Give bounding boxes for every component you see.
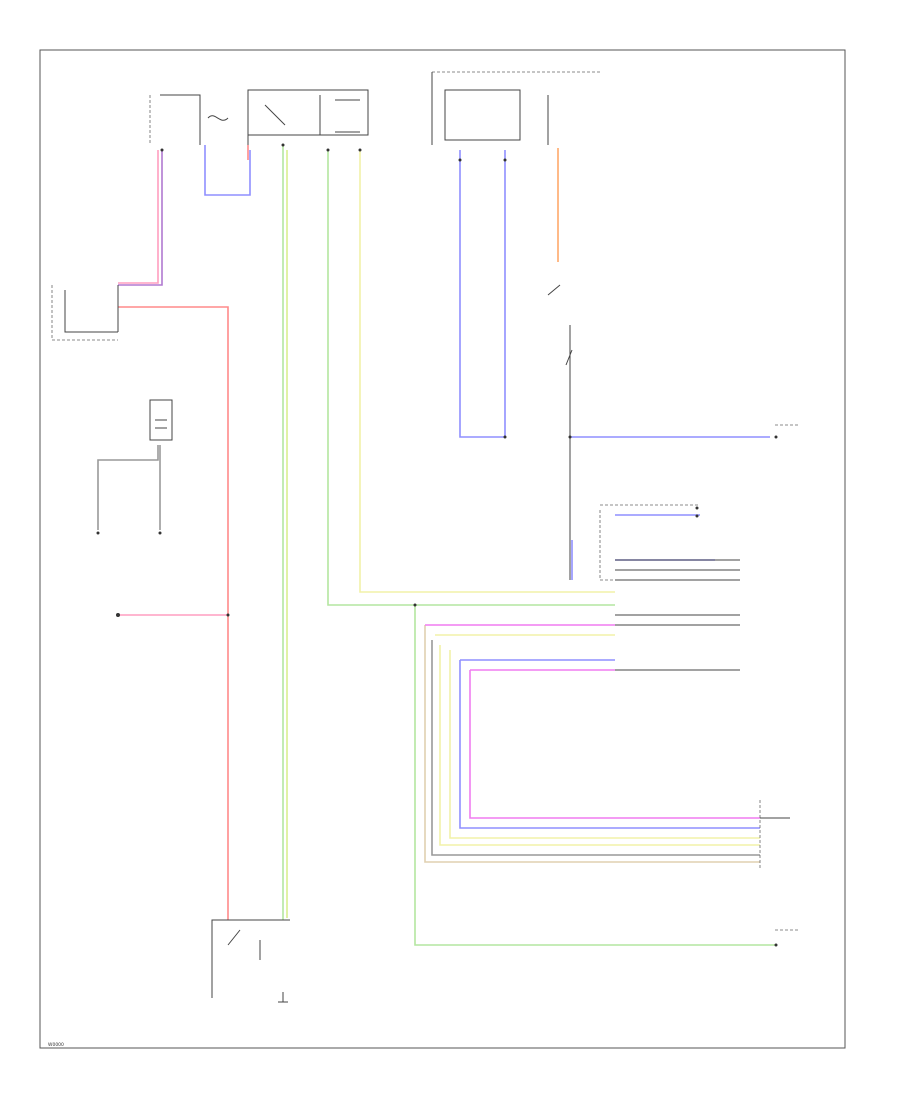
wire-green-harness-bottom bbox=[414, 605, 775, 946]
splice-dot bbox=[226, 613, 230, 617]
wire-red-starter-feed bbox=[118, 306, 229, 920]
starter-relay bbox=[247, 89, 369, 136]
wire-magenta-harness-down bbox=[469, 670, 760, 819]
wire-violet-battery bbox=[118, 150, 163, 286]
wire-yellow-relay-pcm bbox=[359, 150, 615, 593]
splice-dot bbox=[358, 148, 362, 152]
splice-dot bbox=[503, 435, 507, 439]
splice-dot bbox=[774, 435, 778, 439]
starter-motor bbox=[211, 919, 290, 1003]
wire-blue-fuse bbox=[204, 145, 251, 196]
wire-pink-battery bbox=[118, 150, 159, 284]
wire-blue-harness-down bbox=[459, 660, 760, 829]
splice-dot bbox=[458, 158, 462, 162]
wire-tan-harness bbox=[424, 625, 760, 863]
splice-dot bbox=[281, 143, 285, 147]
splice-dot bbox=[568, 435, 572, 439]
wire-yellow-harness-2 bbox=[439, 645, 760, 846]
ignition-fuse-block bbox=[431, 71, 600, 145]
battery bbox=[149, 399, 173, 441]
splice-dot bbox=[695, 514, 699, 518]
splice-dot bbox=[695, 506, 699, 510]
wire-yellow-harness-3 bbox=[449, 650, 760, 839]
wire-green-relay-pcm bbox=[327, 150, 615, 606]
figure-id: W0000 bbox=[48, 1042, 64, 1048]
ground-dot bbox=[158, 531, 162, 535]
wire-black-battery-ground bbox=[97, 445, 159, 530]
splice-dot bbox=[503, 158, 507, 162]
clutch-switch-dot bbox=[116, 613, 120, 617]
splice-dot bbox=[326, 148, 330, 152]
splice-dot bbox=[160, 148, 164, 152]
wire-gray-harness bbox=[431, 640, 760, 856]
diagram-frame bbox=[39, 49, 846, 1049]
fuse-block bbox=[160, 94, 249, 145]
wire-blue-fuse-loop bbox=[459, 150, 506, 438]
splice-dot bbox=[774, 943, 778, 947]
ground-dot bbox=[96, 531, 100, 535]
splice-dot bbox=[413, 603, 417, 607]
fuse-link-junction bbox=[51, 285, 119, 341]
